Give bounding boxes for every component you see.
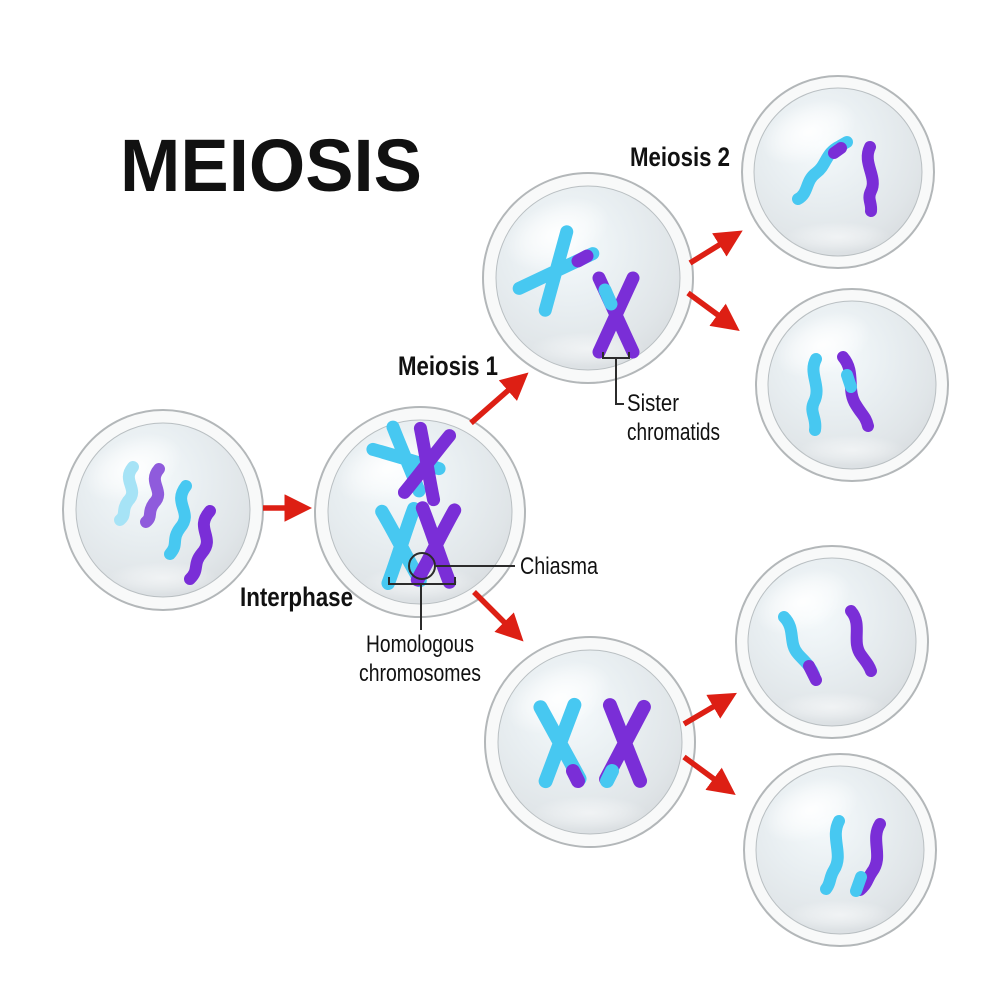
cell-meiosis-1 bbox=[314, 406, 526, 618]
cell-gamete-4 bbox=[743, 753, 937, 947]
label-sister-line1: Sister bbox=[627, 390, 679, 417]
cell-after-meiosis1-bottom bbox=[484, 636, 696, 848]
crossover-band-cyan bbox=[841, 369, 857, 393]
label-meiosis-2: Meiosis 2 bbox=[630, 142, 730, 172]
cell-glow bbox=[532, 796, 648, 830]
cell-glow bbox=[779, 692, 885, 722]
chromatid-purple bbox=[854, 818, 886, 896]
cell-glow bbox=[787, 900, 893, 930]
label-interphase: Interphase bbox=[240, 582, 353, 612]
crossover-tip-purple bbox=[803, 660, 822, 686]
crossover-band-cyan bbox=[598, 283, 618, 311]
chromatid-cyan bbox=[820, 815, 845, 895]
chromatin-strand-light-cyan bbox=[114, 461, 139, 526]
arrow-meiosis2-top-up bbox=[688, 230, 743, 266]
cell-highlight bbox=[506, 661, 612, 735]
crossover-tip-cyan bbox=[600, 764, 619, 788]
chromatid-purple bbox=[861, 141, 879, 217]
crossover-tip-purple bbox=[566, 764, 585, 788]
crossover-band-purple bbox=[571, 249, 594, 268]
arrow-meiosis1-down bbox=[472, 590, 524, 642]
label-chiasma: Chiasma bbox=[520, 553, 599, 580]
arrow-meiosis2-bottom-down bbox=[682, 754, 736, 796]
chromatin-strand-dark-purple bbox=[184, 505, 216, 585]
chromatin-strand-purple bbox=[140, 463, 165, 528]
cell-gamete-3 bbox=[735, 545, 929, 739]
crossover-band-purple bbox=[828, 142, 847, 159]
arrow-meiosis1-up bbox=[469, 372, 529, 426]
page-title: MEIOSIS bbox=[120, 124, 422, 207]
arrow-meiosis2-bottom-up bbox=[682, 692, 737, 727]
arrow-meiosis2-top-down bbox=[686, 290, 740, 332]
cell-interphase bbox=[62, 409, 264, 611]
cell-glow bbox=[785, 222, 891, 252]
stage-arrows bbox=[263, 230, 743, 796]
chromatid-cyan bbox=[806, 353, 823, 436]
cell-gamete-2 bbox=[755, 288, 949, 482]
annotations bbox=[388, 352, 630, 630]
x-chromosome-purple-paired bbox=[397, 421, 457, 507]
chromatin-strand-cyan bbox=[164, 480, 192, 560]
cell-after-meiosis1-top bbox=[482, 172, 694, 384]
label-sister-line2: chromatids bbox=[627, 419, 720, 446]
label-homologous-line1: Homologous bbox=[366, 631, 474, 658]
label-homologous-line2: chromosomes bbox=[359, 660, 481, 687]
label-meiosis-1: Meiosis 1 bbox=[398, 351, 498, 381]
cell-glow bbox=[799, 435, 905, 465]
cell-gamete-1 bbox=[741, 75, 935, 269]
crossover-tip-cyan bbox=[850, 871, 867, 897]
chromatid-purple bbox=[845, 605, 877, 677]
sister-pointer-line bbox=[615, 358, 624, 405]
x-chromosome-purple-homolog bbox=[410, 501, 462, 589]
